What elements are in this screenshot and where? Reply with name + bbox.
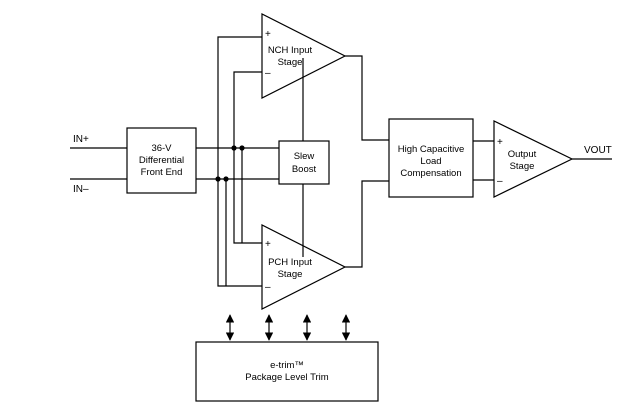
vout-label: VOUT [584,145,612,156]
output-plus-sign: + [497,137,503,148]
pch-minus-sign: – [265,282,271,293]
slew-boost-label-1: Slew [294,151,315,162]
compensation-label-2: Load [420,156,441,167]
output-stage-label-2: Stage [510,161,535,172]
output-minus-sign: – [497,176,503,187]
front-end-label-2: Differential [139,155,184,166]
junction-dot [215,176,221,182]
junction-dot [239,145,245,151]
nch-label-1: NCH Input [268,45,313,56]
pch-input-stage-triangle [261,224,347,310]
front-end-box [126,127,197,194]
nch-input-stage-triangle [261,13,347,99]
etrim-label-2: Package Level Trim [245,372,329,383]
pch-to-comp-wire [345,180,389,268]
front-end-label-3: Front End [141,167,183,178]
in-minus-label: IN– [73,184,89,195]
bus-inner-left [233,71,262,244]
nch-to-comp-wire [345,55,389,141]
etrim-box [195,341,379,402]
front-end-label-1: 36-V [151,143,172,154]
output-stage-triangle [493,120,574,198]
pch-label-1: PCH Input [268,257,312,268]
nch-label-2: Stage [278,57,303,68]
in-plus-label: IN+ [73,134,89,145]
bus-outer-left [217,36,262,287]
slew-boost-box [278,140,330,185]
junction-dot [223,176,229,182]
nch-minus-sign: – [265,68,271,79]
etrim-label-1: e-trim™ [270,360,304,371]
compensation-label-3: Compensation [400,168,461,179]
pch-plus-sign: + [265,239,271,250]
pch-label-2: Stage [278,269,303,280]
output-stage-label-1: Output [508,149,537,160]
nch-plus-sign: + [265,29,271,40]
compensation-box [388,118,474,198]
slew-boost-label-2: Boost [292,164,317,175]
compensation-label-1: High Capacitive [398,144,465,155]
junction-dot [231,145,237,151]
